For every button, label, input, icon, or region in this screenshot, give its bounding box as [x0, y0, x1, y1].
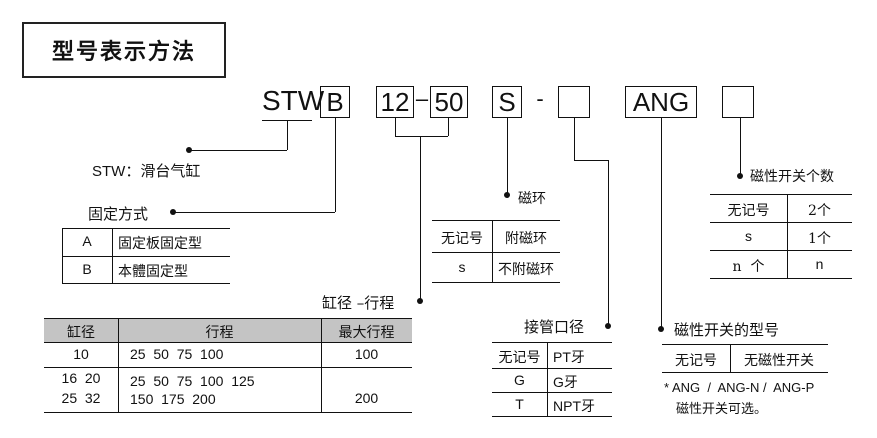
code-stroke-box: 50: [430, 86, 468, 118]
magnet-desc-1: 不附磁环: [498, 262, 554, 278]
bs-header-bore: 缸径: [67, 325, 95, 341]
mount-desc-b: 本體固定型: [118, 263, 188, 279]
switch-count-code-2: n 个: [732, 259, 765, 275]
bs-row2-max: 200: [354, 390, 379, 406]
switch-count-label: 磁性开关个数: [750, 169, 834, 185]
mount-code-a: A: [82, 233, 92, 249]
switch-count-desc-1: 1个: [808, 231, 831, 247]
switch-type-code-0: 无记号: [675, 353, 717, 369]
bs-row2-bore-line2: 25 32: [61, 390, 101, 406]
code-dash-2: -: [536, 86, 544, 111]
code-port-box: [558, 86, 590, 118]
bs-row2-stroke-line1: 25 50 75 100 125: [130, 373, 255, 389]
code-prefix: STW: [262, 85, 325, 116]
bore-stroke-label: 缸径 –行程: [322, 294, 395, 312]
mount-code-b: B: [82, 261, 92, 277]
port-desc-0: PT牙: [553, 349, 585, 365]
port-label: 接管口径: [524, 318, 585, 336]
code-magnet-box: S: [492, 86, 522, 118]
switch-count-desc-0: 2个: [808, 203, 831, 219]
bs-header-stroke: 行程: [205, 325, 234, 341]
code-bore-box: 12: [376, 86, 414, 118]
magnet-desc-0: 附磁环: [505, 231, 547, 247]
switch-count-code-0: 无记号: [727, 203, 770, 219]
switch-count-desc-2: n: [815, 256, 824, 272]
port-code-1: G: [514, 372, 525, 388]
bs-row1-max: 100: [354, 346, 379, 362]
mount-desc-a: 固定板固定型: [118, 235, 202, 251]
bs-row2-stroke-line2: 150 175 200: [130, 391, 216, 407]
stw-note: STW：滑台气缸: [92, 163, 201, 180]
port-code-0: 无记号: [498, 350, 541, 366]
code-switch-count-box: [722, 86, 754, 118]
switch-type-note-2: 磁性开关可选。: [676, 402, 768, 417]
bs-row1-bore: 10: [73, 346, 89, 362]
page-title: 型号表示方法: [22, 22, 226, 78]
mount-label: 固定方式: [88, 205, 149, 223]
port-desc-2: NPT牙: [553, 398, 595, 414]
switch-count-code-1: s: [745, 228, 752, 244]
code-mount-box: B: [320, 86, 350, 118]
port-code-2: T: [515, 396, 524, 412]
switch-type-note-1: * ANG / ANG-N / ANG-P: [664, 380, 815, 395]
magnet-label: 磁环: [518, 191, 546, 207]
switch-type-desc-0: 无磁性开关: [744, 353, 814, 369]
code-dash-1: –: [415, 86, 429, 111]
bs-header-max: 最大行程: [338, 325, 395, 341]
bore-stroke-header-bg: [44, 318, 412, 342]
port-desc-1: G牙: [553, 374, 578, 390]
magnet-code-0: 无记号: [441, 231, 483, 247]
switch-type-label: 磁性开关的型号: [674, 321, 780, 339]
bs-row1-stroke: 25 50 75 100: [130, 346, 224, 362]
bs-row2-bore-line1: 16 20: [61, 370, 101, 386]
code-switch-type-box: ANG: [625, 86, 697, 118]
magnet-code-1: s: [458, 259, 466, 275]
